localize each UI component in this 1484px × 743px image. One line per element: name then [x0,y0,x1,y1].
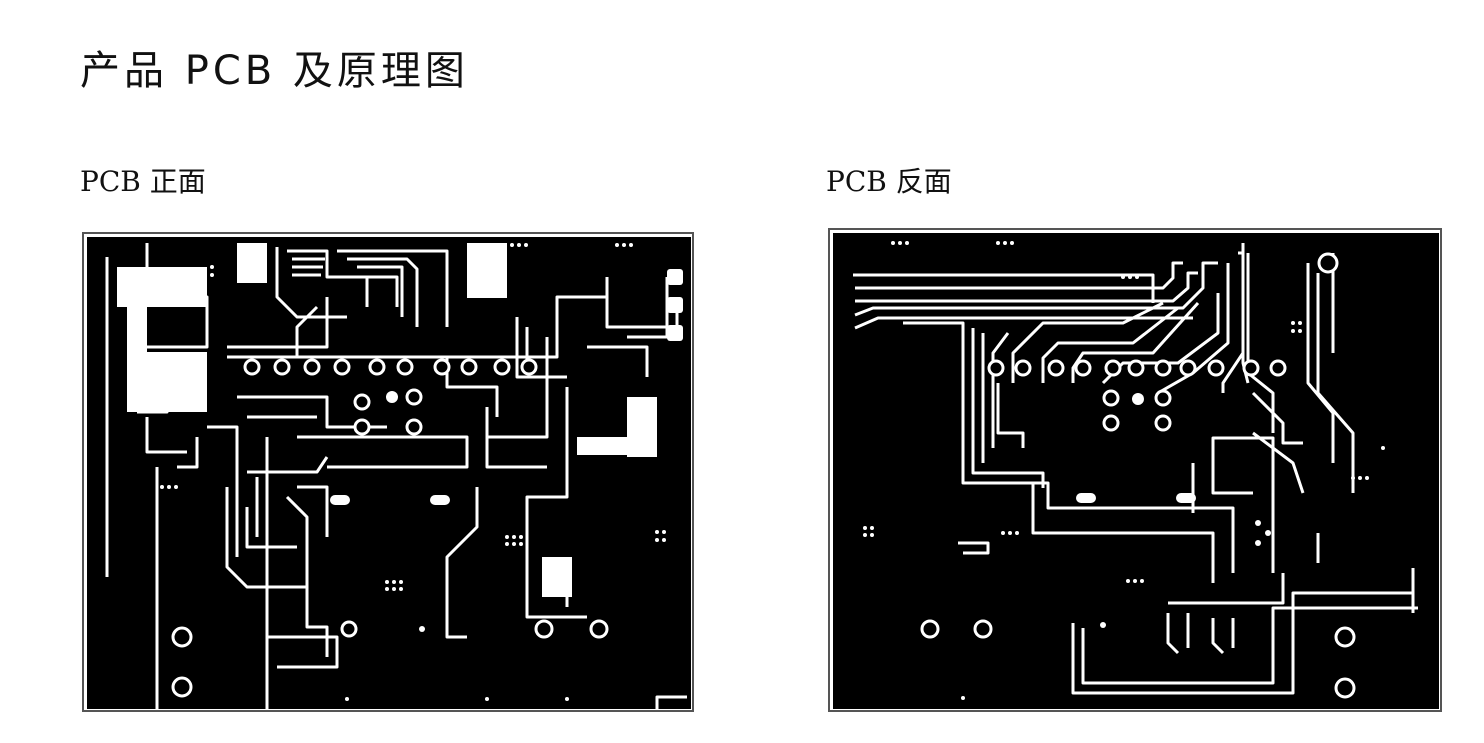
pcb-front-artwork [87,237,691,709]
pcb-back-artwork [833,233,1439,709]
pcb-back-label: PCB 反面 [826,165,952,198]
pcb-back-image [828,228,1442,712]
page-title: 产品 PCB 及原理图 [80,48,469,94]
pcb-front-image [82,232,694,712]
pcb-front-label: PCB 正面 [80,165,206,198]
